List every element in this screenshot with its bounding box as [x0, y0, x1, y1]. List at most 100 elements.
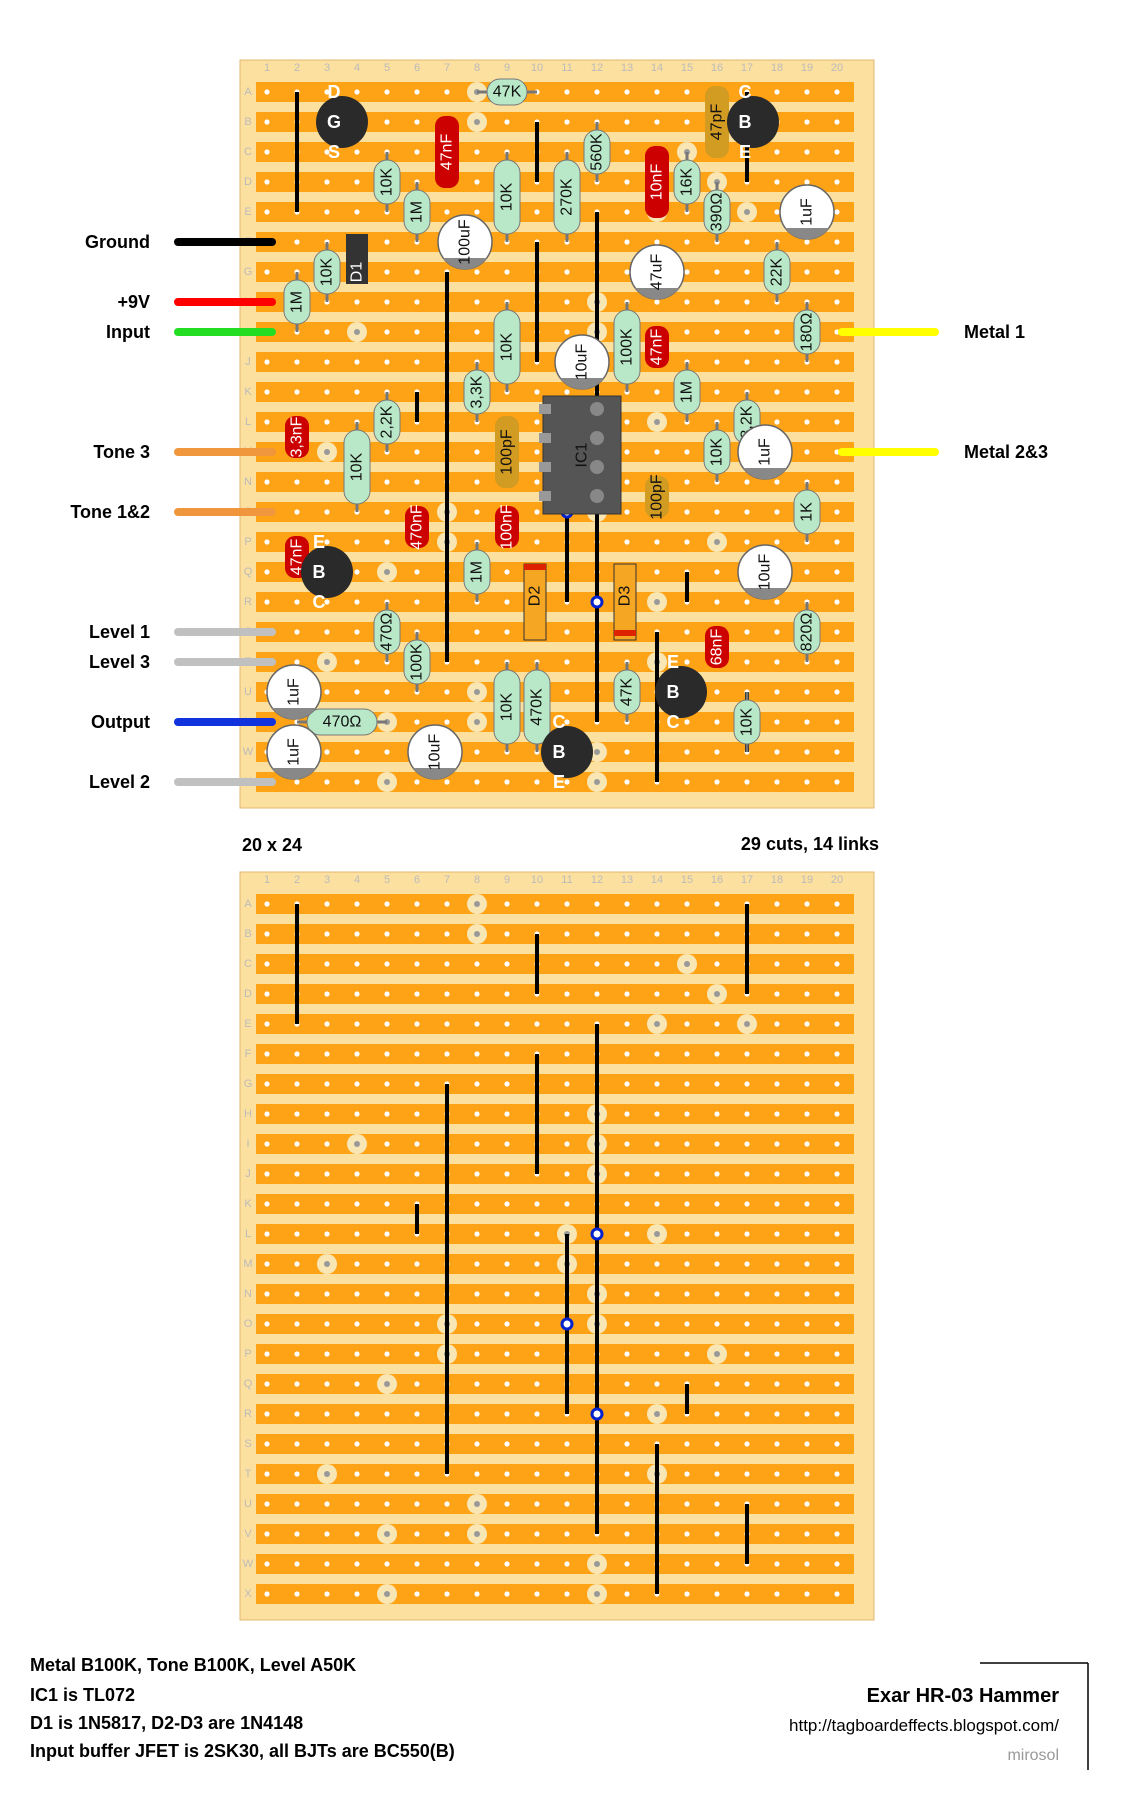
bottom-hole	[624, 1111, 630, 1117]
capacitor-body	[495, 506, 519, 548]
bottom-hole	[534, 1441, 540, 1447]
resistor-label: 10K	[709, 437, 726, 466]
bottom-hole	[714, 1021, 720, 1027]
bottom-hole	[504, 1111, 510, 1117]
top-cut-hole	[384, 569, 390, 575]
bottom-hole	[294, 1411, 300, 1417]
bottom-hole	[804, 961, 810, 967]
resistor-label: 1K	[799, 502, 816, 522]
electrolytic-label: 10uF	[427, 734, 444, 771]
bottom-hole	[684, 1441, 690, 1447]
top-hole	[804, 119, 810, 125]
top-strip	[256, 262, 854, 282]
bottom-hole	[684, 991, 690, 997]
top-hole	[294, 479, 300, 485]
bottom-hole	[294, 1501, 300, 1507]
bottom-hole	[624, 1321, 630, 1327]
top-hole	[354, 389, 360, 395]
top-hole	[324, 209, 330, 215]
bottom-hole	[834, 1381, 840, 1387]
top-col-num: 14	[651, 62, 663, 74]
transistor-pin-label: C	[313, 592, 326, 612]
bottom-hole	[414, 1291, 420, 1297]
top-hole	[624, 749, 630, 755]
top-hole	[624, 449, 630, 455]
bottom-hole	[534, 1021, 540, 1027]
bottom-hole	[564, 1141, 570, 1147]
top-hole	[384, 119, 390, 125]
bottom-hole	[324, 1111, 330, 1117]
top-hole	[834, 479, 840, 485]
top-hole	[534, 509, 540, 515]
bottom-hole	[774, 1111, 780, 1117]
bottom-hole	[384, 1411, 390, 1417]
bottom-hole	[774, 1321, 780, 1327]
bottom-hole	[624, 1411, 630, 1417]
top-hole	[564, 779, 570, 785]
resistor-body	[523, 669, 551, 745]
top-hole	[804, 749, 810, 755]
resistor-body	[703, 429, 731, 475]
top-hole	[624, 479, 630, 485]
bottom-hole	[414, 1591, 420, 1597]
electrolytic-label: 100uF	[457, 219, 474, 265]
bottom-hole	[834, 931, 840, 937]
bottom-strip	[256, 1284, 854, 1304]
bottom-hole	[264, 1171, 270, 1177]
bottom-hole	[624, 1051, 630, 1057]
top-hole	[834, 629, 840, 635]
top-hole	[384, 329, 390, 335]
top-hole	[414, 599, 420, 605]
top-hole	[714, 359, 720, 365]
bottom-hole	[564, 1591, 570, 1597]
bottom-hole	[714, 1561, 720, 1567]
bottom-hole	[324, 931, 330, 937]
top-hole	[804, 779, 810, 785]
top-strip	[256, 562, 854, 582]
bottom-hole	[294, 1141, 300, 1147]
top-hole	[534, 389, 540, 395]
transistor-pin-label: C	[739, 82, 752, 102]
bottom-hole	[414, 1561, 420, 1567]
top-hole	[414, 269, 420, 275]
bottom-hole	[804, 1441, 810, 1447]
bottom-hole	[354, 1471, 360, 1477]
top-hole	[414, 89, 420, 95]
transistor-pin-label: B	[667, 682, 680, 702]
bottom-hole	[474, 1141, 480, 1147]
resistor-label: 10K	[499, 692, 516, 721]
resistor-label: 270K	[559, 178, 576, 216]
bottom-hole	[654, 991, 660, 997]
bottom-hole	[354, 1561, 360, 1567]
top-hole	[414, 149, 420, 155]
bottom-cut-hole	[384, 1381, 390, 1387]
bottom-hole	[564, 1501, 570, 1507]
bottom-hole	[654, 1261, 660, 1267]
electrolytic-stripe	[743, 588, 787, 600]
top-strip	[256, 82, 854, 102]
top-hole	[714, 689, 720, 695]
bottom-hole	[624, 1441, 630, 1447]
top-hole	[324, 599, 330, 605]
bottom-hole	[414, 961, 420, 967]
resistor-body	[343, 429, 371, 505]
top-hole	[294, 509, 300, 515]
resistor-body	[793, 309, 821, 355]
note-pots: Metal B100K, Tone B100K, Level A50K	[30, 1655, 357, 1675]
top-col-num: 2	[294, 62, 300, 74]
bottom-col-num: 19	[801, 874, 813, 886]
capacitor-body	[705, 86, 729, 158]
bottom-hole	[444, 1501, 450, 1507]
bottom-hole	[324, 1381, 330, 1387]
top-hole	[324, 89, 330, 95]
bottom-hole	[384, 1021, 390, 1027]
bottom-cut-hole	[474, 1501, 480, 1507]
top-hole	[264, 89, 270, 95]
bottom-hole	[654, 1381, 660, 1387]
bottom-hole	[774, 931, 780, 937]
top-col-num: 16	[711, 62, 723, 74]
left-wire-label: Tone 1&2	[70, 502, 150, 522]
bottom-hole	[744, 1351, 750, 1357]
bottom-strip	[256, 1314, 854, 1334]
